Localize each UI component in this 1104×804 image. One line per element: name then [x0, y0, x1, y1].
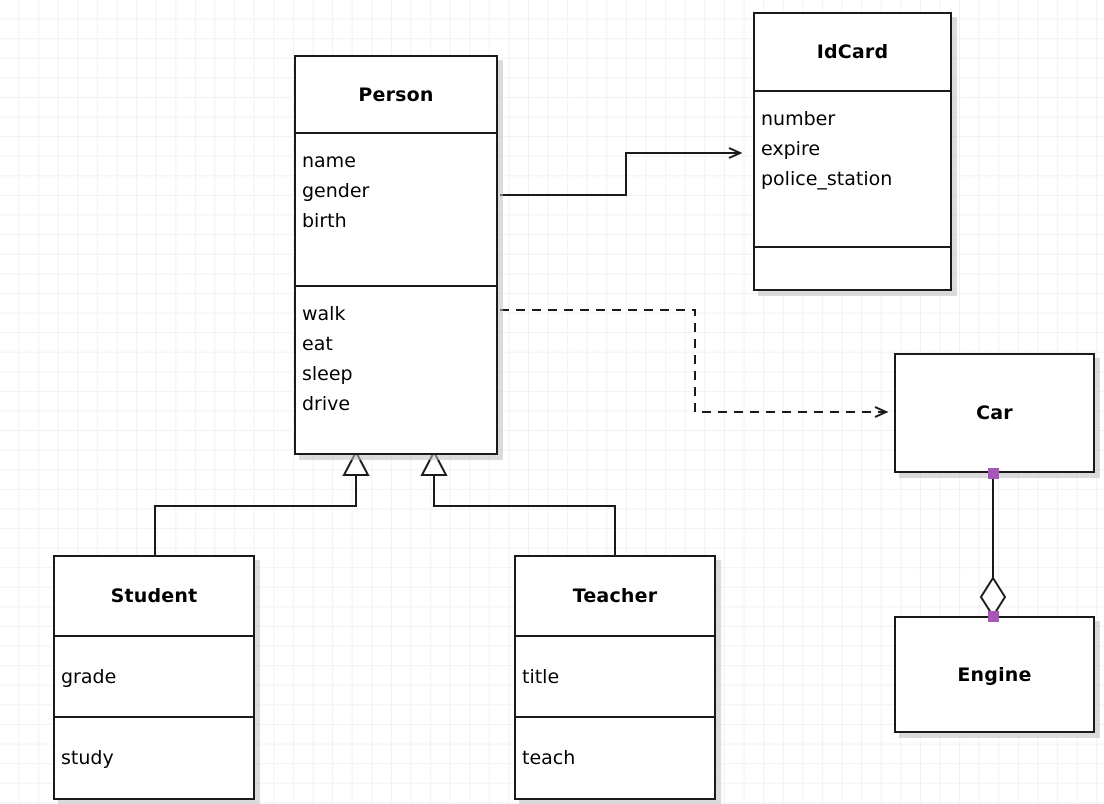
attributes-idcard: number expire police_station: [755, 90, 950, 246]
class-name-teacher: Teacher: [572, 585, 658, 607]
method-item: study: [61, 747, 114, 769]
attribute-item: police_station: [761, 168, 893, 190]
methods-teacher: teach: [516, 716, 714, 798]
relation-car-engine[interactable]: [979, 473, 1007, 618]
relation-student-person[interactable]: [154, 449, 370, 555]
method-item: eat: [302, 333, 333, 355]
method-item: walk: [302, 303, 346, 325]
method-item: teach: [522, 747, 576, 769]
class-name-engine: Engine: [957, 663, 1032, 686]
class-name-person: Person: [358, 83, 434, 106]
attributes-person: name gender birth: [296, 132, 496, 285]
selection-handle-source[interactable]: [988, 468, 999, 479]
class-box-idcard[interactable]: IdCard number expire police_station: [753, 12, 952, 291]
class-box-engine[interactable]: Engine: [894, 616, 1095, 733]
attributes-teacher: title: [516, 635, 714, 716]
methods-student: study: [55, 716, 253, 798]
class-box-student[interactable]: Student grade study: [53, 555, 255, 800]
method-item: drive: [302, 393, 351, 415]
attribute-item: grade: [61, 665, 117, 688]
class-box-person[interactable]: Person name gender birth walk eat sleep …: [294, 55, 498, 455]
class-name-idcard: IdCard: [816, 41, 889, 63]
class-name-car: Car: [976, 402, 1013, 424]
attribute-item: name: [302, 150, 356, 172]
methods-person: walk eat sleep drive: [296, 285, 496, 453]
relation-teacher-person[interactable]: [420, 449, 616, 555]
class-box-car[interactable]: Car: [894, 353, 1095, 473]
relation-person-idcard[interactable]: [500, 153, 740, 196]
attribute-item: birth: [302, 210, 347, 232]
class-name-student: Student: [110, 585, 198, 607]
selection-handle-target[interactable]: [988, 611, 999, 622]
attribute-item: title: [522, 665, 560, 688]
methods-idcard: [755, 246, 950, 289]
attribute-item: gender: [302, 180, 370, 202]
attribute-item: number: [761, 108, 836, 130]
attribute-item: expire: [761, 138, 821, 160]
method-item: sleep: [302, 363, 353, 385]
relation-person-car[interactable]: [500, 309, 886, 412]
class-box-teacher[interactable]: Teacher title teach: [514, 555, 716, 800]
attributes-student: grade: [55, 635, 253, 716]
